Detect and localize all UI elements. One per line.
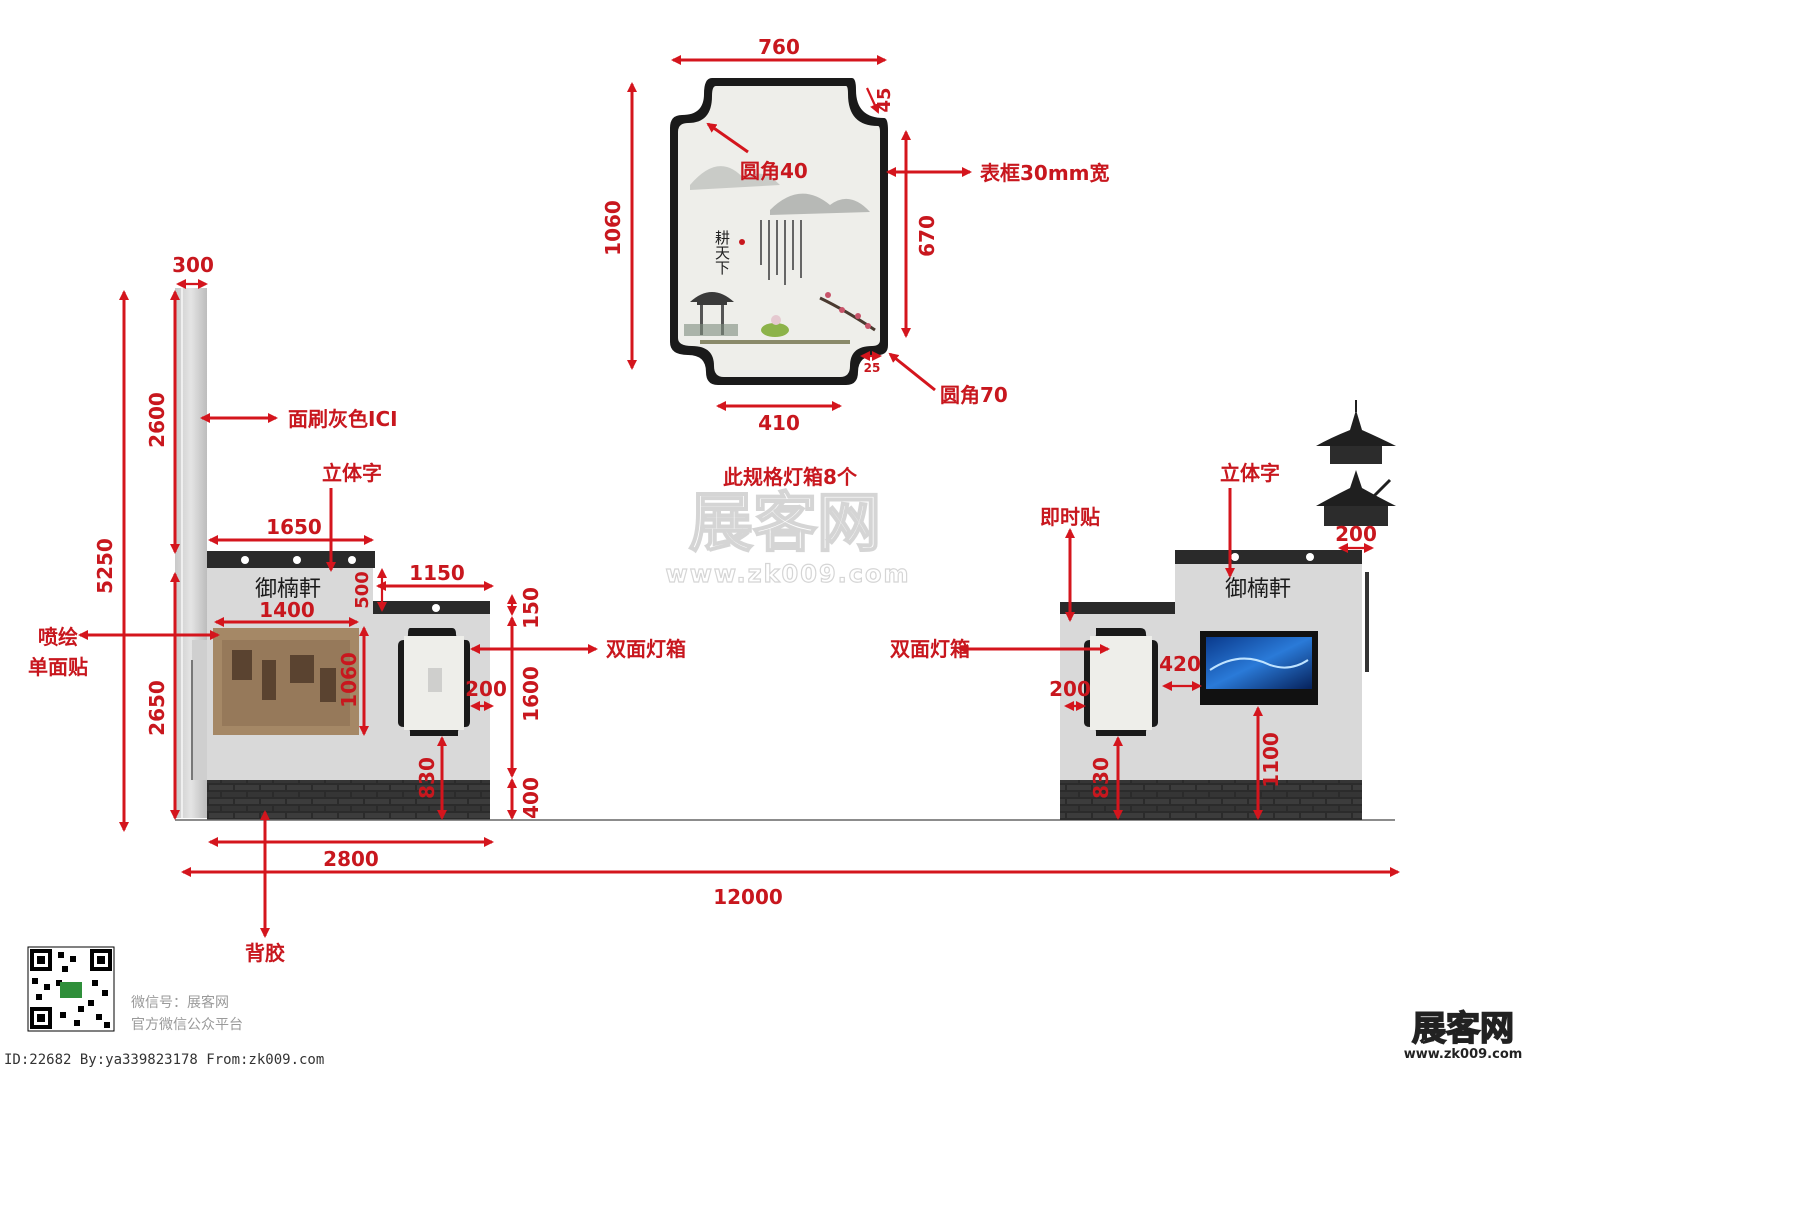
corner-url: www.zk009.com: [1404, 1047, 1523, 1062]
booth-elevation-drawing: 耕天下 760 45 1060: [4, 35, 1523, 1068]
label-200-pagoda: 200: [1335, 522, 1377, 546]
label-1060-top: 1060: [601, 200, 625, 256]
label-410: 410: [758, 411, 800, 435]
poster-seal: [739, 239, 745, 245]
label-670: 670: [915, 215, 939, 257]
wechat-line1: 微信号：展客网: [131, 994, 229, 1011]
label-760: 760: [758, 35, 800, 59]
label-double-lightbox-right: 双面灯箱: [890, 637, 970, 661]
poster-mountains: [690, 166, 780, 190]
left-cap-low: [373, 601, 490, 614]
wechat-line2: 官方微信公众平台: [131, 1017, 243, 1033]
poster-fence: [700, 340, 850, 344]
label-back-glue: 背胶: [245, 941, 285, 965]
label-lightbox-count: 此规格灯箱8个: [723, 465, 858, 489]
left-base: [207, 780, 490, 820]
right-sign-text: 御楠軒: [1225, 577, 1291, 602]
corner-logo: 展客网: [1412, 1009, 1514, 1049]
label-150: 150: [519, 587, 543, 629]
label-420: 420: [1159, 652, 1201, 676]
left-dimensions: 300 5250 2600 2650 面刷灰色ICI 立体字 1650 1150…: [28, 253, 1400, 965]
watermark-url: www.zk009.com: [666, 560, 911, 588]
label-3d-text-left: 立体字: [322, 461, 382, 485]
right-base: [1060, 780, 1362, 820]
label-2650: 2650: [145, 680, 169, 736]
label-5250: 5250: [93, 538, 117, 594]
poster-calligraphy: 耕天下: [713, 229, 731, 275]
label-frame-width: 表框30mm宽: [980, 161, 1110, 185]
label-round-corner-70: 圆角70: [940, 383, 1008, 407]
label-1400: 1400: [259, 598, 315, 622]
label-spray-line1: 喷绘: [38, 625, 78, 649]
id-line: ID:22682 By:ya339823178 From:zk009.com: [4, 1052, 324, 1068]
label-round-corner-40: 圆角40: [740, 159, 808, 183]
label-spray-line2: 单面贴: [28, 655, 88, 679]
label-500: 500: [352, 571, 373, 609]
left-sign-text: 御楠軒: [255, 577, 321, 602]
label-45: 45: [874, 87, 895, 112]
label-2600: 2600: [145, 392, 169, 448]
label-830-right: 830: [1089, 757, 1113, 799]
poster-pavilion: [684, 292, 738, 336]
label-2800: 2800: [323, 847, 379, 871]
right-cap-low: [1060, 602, 1175, 614]
poster-lotus: [761, 323, 789, 337]
center-watermark: 展客网 www.zk009.com: [665, 486, 911, 589]
poster-plum-branch: [819, 292, 876, 332]
right-booth: 御楠軒: [1060, 400, 1396, 820]
label-1650: 1650: [266, 515, 322, 539]
label-3d-text-right: 立体字: [1220, 461, 1280, 485]
label-300: 300: [172, 253, 214, 277]
poster-text-columns: [760, 220, 802, 285]
qr-code: [27, 946, 115, 1032]
label-400: 400: [519, 777, 543, 819]
right-dimensions: 即时贴 立体字 200 双面灯箱 420 200 830 1100: [890, 461, 1377, 820]
label-paint: 面刷灰色ICI: [288, 407, 398, 431]
label-1150: 1150: [409, 561, 465, 585]
label-200-right: 200: [1049, 677, 1091, 701]
right-cap-high: [1175, 550, 1362, 564]
label-double-lightbox-left: 双面灯箱: [606, 637, 686, 661]
label-830-left: 830: [415, 757, 439, 799]
label-1100: 1100: [1259, 732, 1283, 788]
label-instant-sticker: 即时贴: [1040, 505, 1100, 529]
label-200-left: 200: [465, 677, 507, 701]
pagoda-icon: [1316, 400, 1396, 526]
label-1060-left: 1060: [337, 652, 361, 708]
watermark-logo: 展客网: [689, 487, 881, 561]
lightbox-detail: 耕天下 760 45 1060: [601, 35, 1110, 489]
label-25: 25: [864, 361, 881, 375]
label-1600: 1600: [519, 666, 543, 722]
label-12000: 12000: [713, 885, 783, 909]
